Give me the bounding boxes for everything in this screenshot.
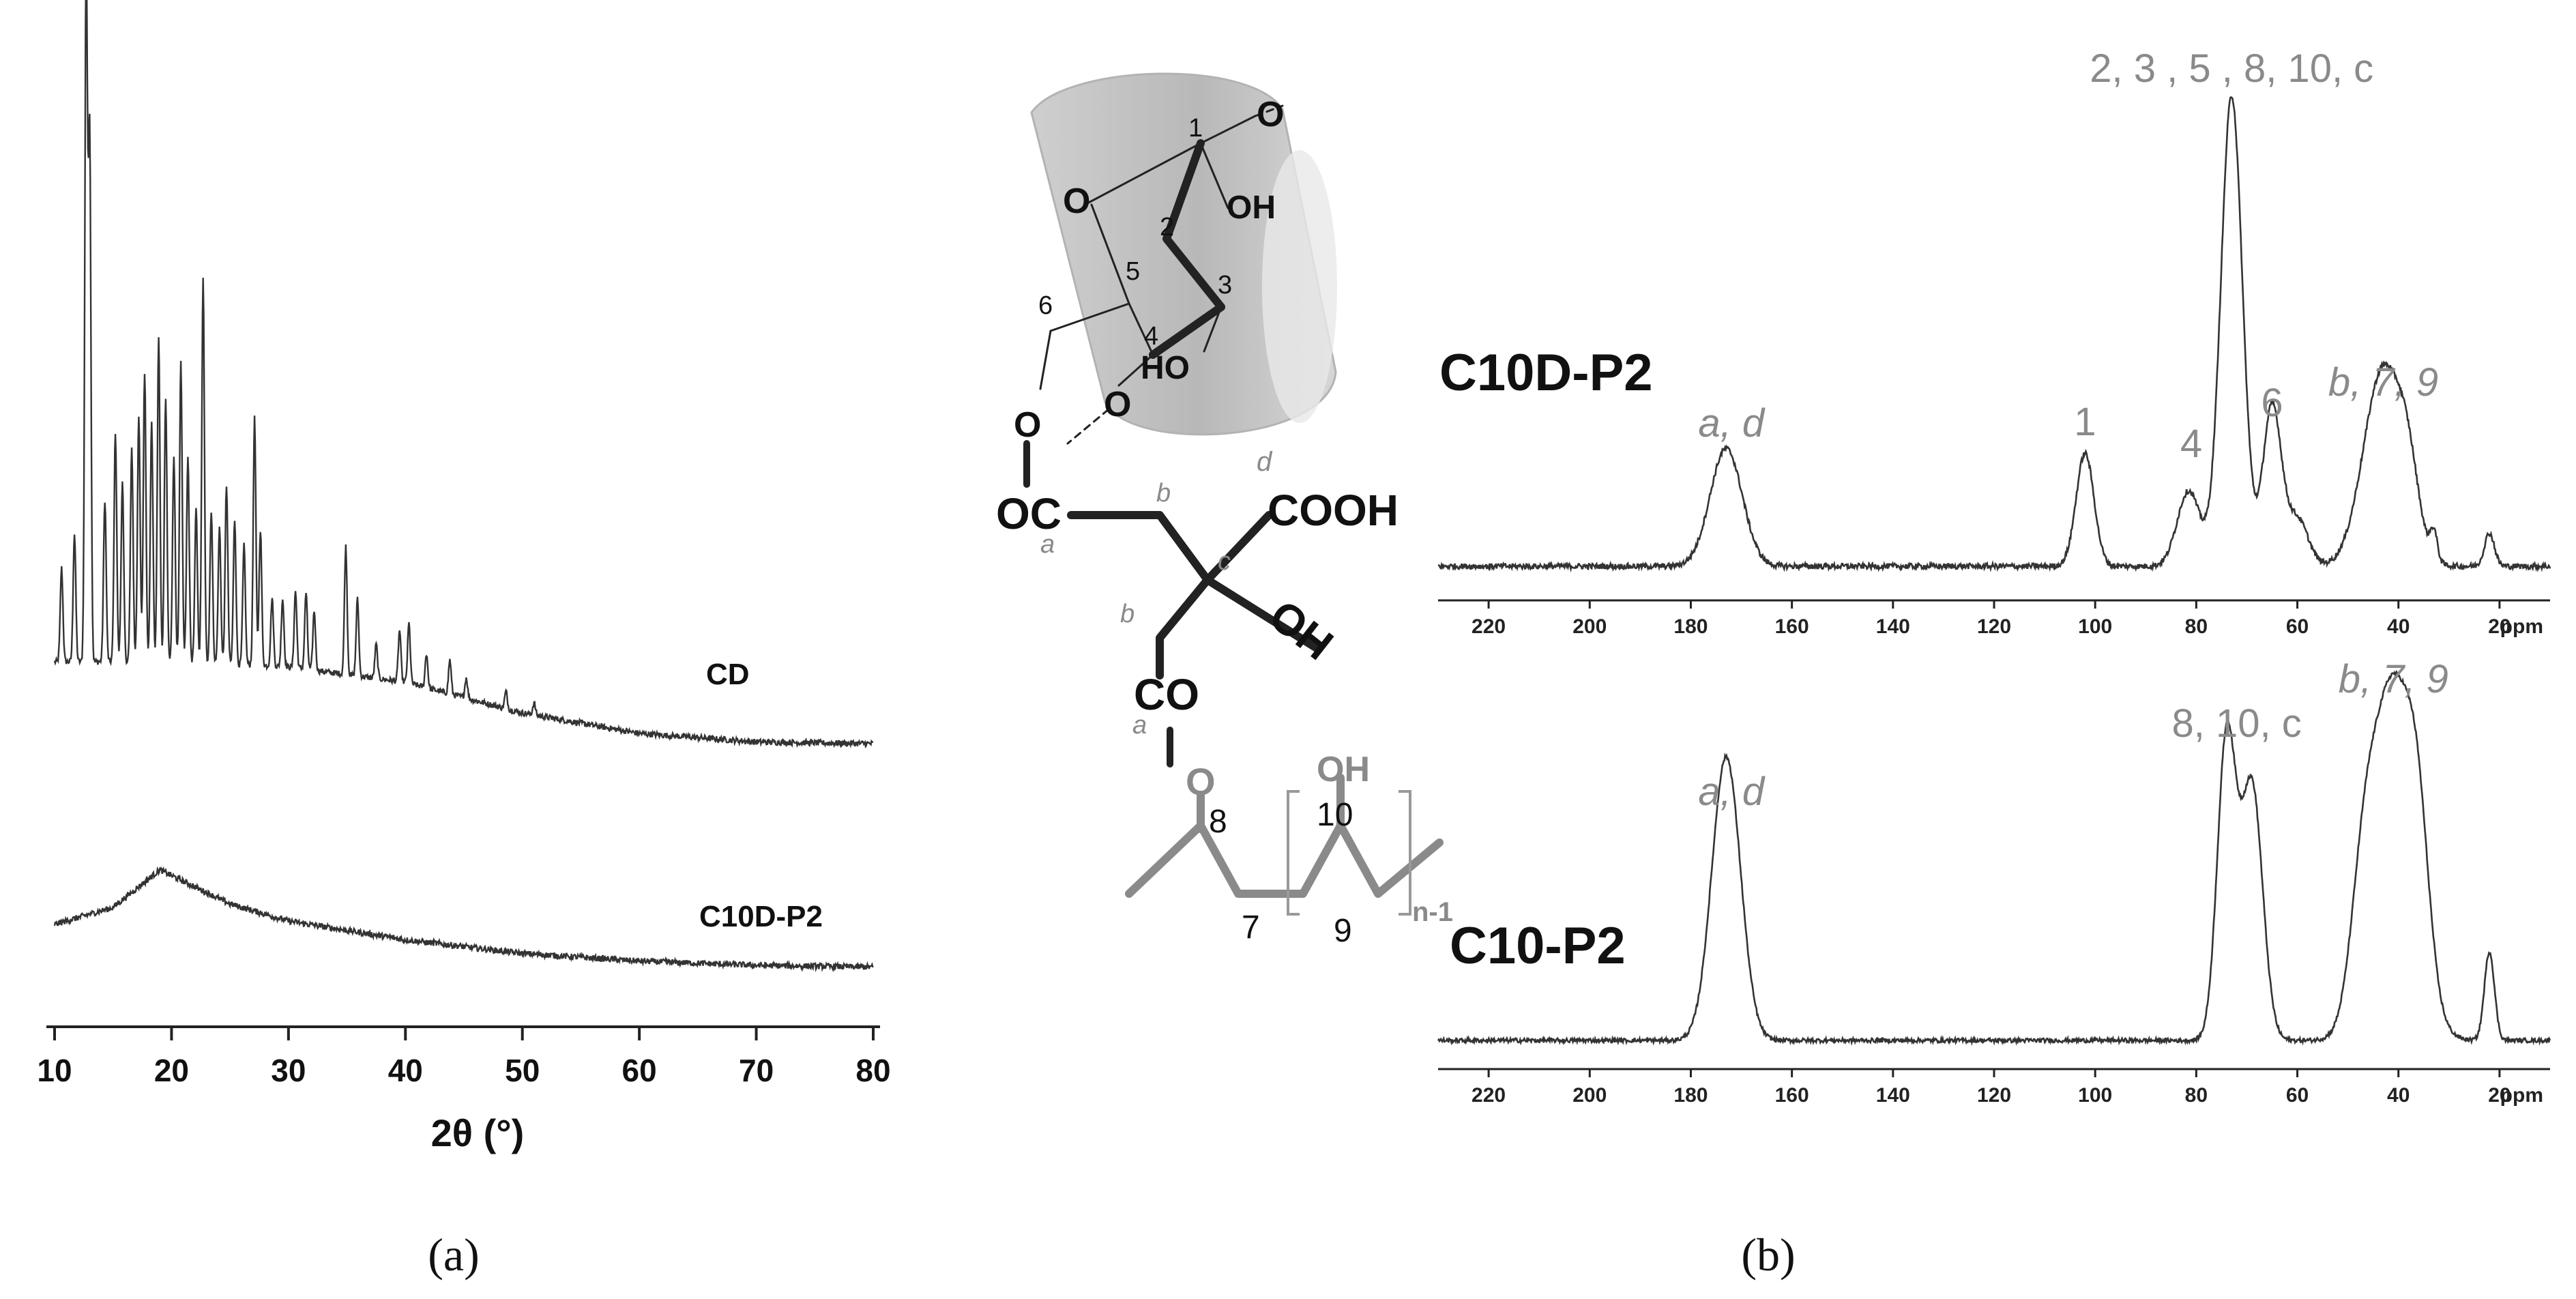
atom-o-4: O (1104, 385, 1131, 424)
carbon-6: 6 (1038, 291, 1053, 320)
nmr-top-ppm-label: ppm (2500, 615, 2543, 638)
nmr-annotations-top: a, d 1 4 2, 3 , 5 , 8, 10, c 6 b, 7, 9 (1698, 46, 2438, 466)
nmr-x-tick-label: 60 (2286, 615, 2309, 638)
xrd-series-cd-line (53, 0, 873, 748)
nmr-x-ticks-bottom: 220 200 180 160 140 120 100 80 60 40 20 (1472, 1069, 2511, 1107)
cone-cavity (1262, 150, 1337, 423)
nmr-x-tick-label: 200 (1572, 615, 1607, 638)
carbon-9: 9 (1334, 913, 1352, 949)
letter-b-2: b (1120, 600, 1135, 628)
xrd-x-ticks: 10 20 30 40 50 60 70 80 (37, 1027, 891, 1088)
carbon-4: 4 (1144, 322, 1158, 351)
xrd-x-tick-label: 20 (154, 1053, 189, 1088)
atom-ho-3: HO (1141, 350, 1190, 386)
letter-c: c (1218, 547, 1231, 576)
atom-o-ring: O (1063, 181, 1090, 221)
carbon-3: 3 (1218, 271, 1232, 300)
nmr-x-tick-label: 80 (2185, 615, 2208, 638)
repeat-n-minus-1: n-1 (1412, 897, 1453, 927)
xrd-x-tick-label: 60 (622, 1053, 657, 1088)
carbon-8: 8 (1209, 804, 1227, 840)
nmr-peak-annotation: b, 7, 9 (2339, 657, 2448, 701)
nmr-x-tick-label: 40 (2387, 1084, 2410, 1107)
xrd-x-tick-label: 70 (739, 1053, 774, 1088)
nmr-series-c10d-p2-line (1437, 96, 2551, 573)
xrd-panel: 10 20 30 40 50 60 70 80 CD C10D-P2 2θ (°) (37, 0, 891, 1154)
nmr-x-tick-label: 120 (1977, 1084, 2011, 1107)
nmr-peak-annotation: a, d (1698, 770, 1765, 814)
carbon-7: 7 (1242, 909, 1260, 946)
nmr-x-tick-label: 220 (1472, 615, 1506, 638)
nmr-x-tick-label: 140 (1876, 615, 1910, 638)
atom-co: CO (1134, 670, 1199, 719)
nmr-x-tick-label: 140 (1876, 1084, 1910, 1107)
panel-label-a: (a) (428, 1229, 479, 1281)
nmr-peak-annotation: a, d (1698, 401, 1765, 446)
xrd-x-tick-label: 50 (505, 1053, 540, 1088)
atom-o-ester: O (1186, 760, 1216, 803)
xrd-x-axis-label: 2θ (°) (431, 1111, 525, 1154)
nmr-peak-annotation: 6 (2261, 381, 2283, 425)
nmr-spectrum-label-c10-p2: C10-P2 (1450, 917, 1626, 975)
nmr-peak-annotation: b, 7, 9 (2328, 360, 2438, 405)
atom-oc: OC (996, 489, 1062, 538)
nmr-series-c10-p2-line (1437, 669, 2551, 1047)
xrd-x-tick-label: 30 (271, 1053, 306, 1088)
nmr-annotations-bottom: a, d 8, 10, c b, 7, 9 (1698, 657, 2448, 814)
nmr-x-tick-label: 60 (2286, 1084, 2309, 1107)
carbon-5: 5 (1126, 257, 1140, 286)
nmr-peak-annotation: 8, 10, c (2172, 701, 2302, 746)
nmr-x-tick-label: 20 (2488, 1084, 2511, 1107)
xrd-legend-cd: CD (706, 658, 750, 691)
nmr-x-ticks-top: 220 200 180 160 140 120 100 80 60 40 20 (1472, 600, 2511, 638)
nmr-spectrum-label-c10d-p2: C10D-P2 (1439, 344, 1653, 402)
nmr-x-tick-label: 100 (2078, 615, 2112, 638)
nmr-x-tick-label: 160 (1775, 1084, 1809, 1107)
nmr-x-tick-label: 180 (1673, 1084, 1708, 1107)
nmr-x-tick-label: 200 (1572, 1084, 1607, 1107)
atom-o-top: O (1257, 95, 1284, 134)
nmr-x-tick-label: 220 (1472, 1084, 1506, 1107)
letter-d: d (1257, 447, 1273, 477)
nmr-x-tick-label: 160 (1775, 615, 1809, 638)
atom-o-6: O (1014, 405, 1041, 445)
atom-oh-c: OH (1261, 590, 1343, 669)
nmr-peak-annotation: 1 (2074, 400, 2096, 444)
chemical-structure: O O OH HO O O OC COOH OH CO O OH 1 2 3 4… (996, 72, 1453, 949)
nmr-x-tick-label: 80 (2185, 1084, 2208, 1107)
xrd-legend-c10d-p2: C10D-P2 (699, 900, 823, 933)
nmr-x-tick-label: 20 (2488, 615, 2511, 638)
letter-a-1: a (1040, 530, 1055, 559)
xrd-x-tick-label: 80 (855, 1053, 890, 1088)
xrd-x-tick-label: 40 (388, 1053, 423, 1088)
atom-oh-polymer: OH (1317, 750, 1370, 789)
atom-cooh: COOH (1268, 486, 1399, 535)
letter-a-2: a (1132, 711, 1147, 740)
nmr-x-tick-label: 100 (2078, 1084, 2112, 1107)
carbon-2: 2 (1160, 213, 1174, 242)
nmr-x-tick-label: 120 (1977, 615, 2011, 638)
atom-oh-2: OH (1227, 190, 1276, 226)
nmr-bottom-ppm-label: ppm (2500, 1084, 2543, 1107)
xrd-x-tick-label: 10 (37, 1053, 72, 1088)
nmr-x-tick-label: 40 (2387, 615, 2410, 638)
carbon-1: 1 (1188, 114, 1203, 143)
letter-b-1: b (1156, 479, 1171, 508)
panel-label-b: (b) (1741, 1229, 1795, 1281)
nmr-peak-annotation: 4 (2180, 422, 2202, 466)
carbon-10: 10 (1317, 797, 1353, 833)
xrd-series-c10d-p2-line (53, 866, 874, 973)
nmr-peak-annotation: 2, 3 , 5 , 8, 10, c (2090, 46, 2373, 91)
nmr-x-tick-label: 180 (1673, 615, 1708, 638)
